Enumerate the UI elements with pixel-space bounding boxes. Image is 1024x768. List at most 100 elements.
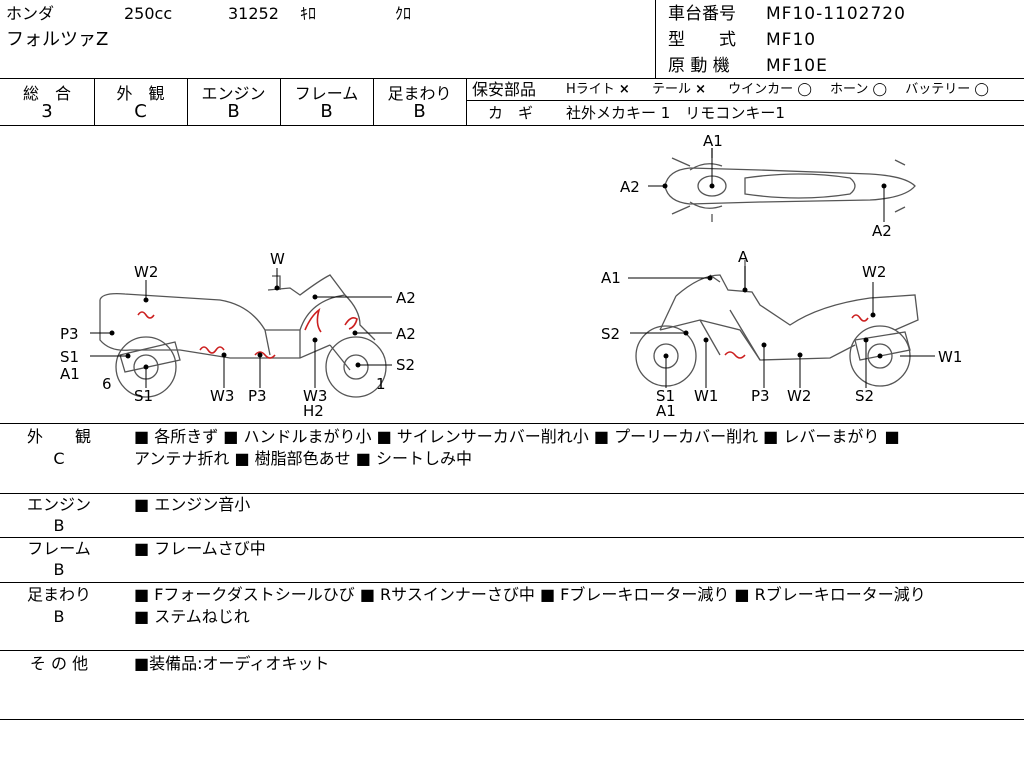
- section-frame-line-1: ■ フレームさび中: [134, 539, 266, 558]
- rule-8: [0, 719, 1024, 720]
- grade-suspension-value: B: [413, 101, 426, 122]
- section-suspension-grade: B: [53, 607, 65, 626]
- rule-2: [0, 125, 1024, 126]
- type-label: 型 式: [668, 30, 736, 50]
- diagram-label: A: [738, 248, 749, 266]
- mileage: 31252: [228, 4, 279, 23]
- rule-6: [0, 582, 1024, 583]
- grade-exterior-value: C: [134, 101, 147, 122]
- mileage-unit: ｷﾛ: [300, 4, 317, 23]
- grade-frame-value: B: [320, 101, 333, 122]
- color: ｸﾛ: [395, 4, 412, 23]
- bike-outlines: [99, 148, 919, 398]
- safety-horn: ホーン: [830, 82, 869, 97]
- rule-5: [0, 537, 1024, 538]
- diagram-label: A2: [620, 178, 640, 196]
- diagram-label: A2: [872, 222, 892, 240]
- col-divider: [373, 78, 374, 125]
- grade-engine-label: エンジン: [201, 84, 266, 103]
- safety-winker-mark: ◯: [797, 82, 812, 97]
- diagram-label: H2: [303, 402, 324, 420]
- section-exterior-line-1: ■ 各所きず ■ ハンドルまがり小 ■ サイレンサーカバー削れ小 ■ プーリーカ…: [134, 427, 900, 446]
- safety-tail: テール: [651, 82, 691, 97]
- diagram-label: A2: [396, 325, 416, 343]
- engine-label: 原 動 機: [668, 56, 730, 76]
- grade-overall-value: 3: [41, 101, 53, 122]
- diagram-label: P3: [60, 325, 79, 343]
- safety-divider: [466, 100, 1024, 101]
- diagram-label: W2: [862, 263, 886, 281]
- damage-mark: [304, 307, 322, 333]
- rule-4: [0, 493, 1024, 494]
- rule-1: [0, 78, 1024, 79]
- diagram-label: S1: [656, 387, 675, 405]
- diagram-label: S2: [396, 356, 415, 374]
- rule-7: [0, 650, 1024, 651]
- maker: ホンダ: [6, 4, 55, 23]
- safety-battery-mark: ◯: [974, 82, 989, 97]
- bike-left-view: [99, 274, 387, 398]
- section-frame-label: フレーム: [27, 539, 91, 558]
- section-engine-label: エンジン: [26, 495, 91, 514]
- section-engine-grade: B: [53, 516, 65, 535]
- diagram-label: S2: [855, 387, 874, 405]
- damage-mark: [851, 314, 869, 322]
- diagram-labels: A1 A2 A2 W W2 A2 P3 A2 S1 A1 S2 6 1 S1 W…: [60, 132, 962, 420]
- engine-value: MF10E: [766, 56, 828, 76]
- diagram-label: S1: [134, 387, 153, 405]
- rule-3: [0, 423, 1024, 424]
- section-engine-line-1: ■ エンジン音小: [134, 495, 251, 514]
- grade-overall-label: 総 合: [22, 84, 71, 103]
- col-divider: [187, 78, 188, 125]
- damage-marks: [137, 307, 869, 359]
- section-exterior-grade: C: [53, 449, 65, 468]
- safety-headlight-mark: ×: [618, 82, 630, 97]
- damage-mark: [254, 351, 276, 359]
- col-divider: [94, 78, 95, 125]
- damage-mark: [724, 351, 746, 359]
- col-divider: [280, 78, 281, 125]
- bike-top-view: [664, 148, 916, 222]
- safety-horn-mark: ◯: [872, 82, 888, 97]
- damage-mark: [199, 346, 225, 354]
- leader-lines: [90, 148, 935, 388]
- safety-tail-mark: ×: [695, 82, 707, 97]
- safety-headlight: Hライト: [566, 82, 615, 97]
- section-exterior-line-2: アンテナ折れ ■ 樹脂部色あせ ■ シートしみ中: [134, 449, 472, 468]
- safety-battery: バッテリー: [905, 82, 971, 97]
- diagram-label: W2: [787, 387, 811, 405]
- col-divider: [466, 78, 467, 125]
- diagram-label: W2: [134, 263, 158, 281]
- diagram-label: W1: [938, 348, 962, 366]
- section-frame-grade: B: [53, 560, 65, 579]
- frame-no: MF10-1102720: [766, 4, 906, 24]
- diagram-label: W: [270, 250, 285, 268]
- diagram-label: W3: [210, 387, 234, 405]
- section-exterior-label: 外 観: [26, 427, 91, 446]
- safety-label: 保安部品: [472, 80, 537, 99]
- key-value: 社外メカキー 1 リモコンキー1: [566, 104, 785, 122]
- key-label: カ ギ: [488, 104, 534, 122]
- section-suspension-label: 足まわり: [26, 585, 91, 604]
- safety-items: Hライト × テール × ウインカー ◯ ホーン ◯ バッテリー ◯: [566, 80, 989, 100]
- damage-diagram: A1 A2 A2 W W2 A2 P3 A2 S1 A1 S2 6 1 S1 W…: [60, 132, 962, 420]
- diagram-label: 1: [376, 375, 386, 393]
- grade-frame-label: フレーム: [294, 84, 359, 103]
- diagram-label: W1: [694, 387, 718, 405]
- section-suspension-line-2: ■ ステムねじれ: [134, 607, 250, 626]
- diagram-label: 6: [102, 375, 112, 393]
- leader-dots: [109, 183, 887, 370]
- diagram-label: A1: [60, 365, 80, 383]
- safety-winker: ウインカー: [728, 82, 794, 97]
- section-suspension-line-1: ■ Fフォークダストシールひび ■ Rサスインナーさび中 ■ Fブレーキローター…: [134, 585, 926, 604]
- diagram-label: A2: [396, 289, 416, 307]
- grade-suspension-label: 足まわり: [387, 84, 452, 103]
- diagram-label: A1: [703, 132, 723, 150]
- header-divider: [655, 0, 656, 78]
- diagram-label: S2: [601, 325, 620, 343]
- grade-exterior-label: 外 観: [116, 84, 165, 103]
- diagram-label: P3: [248, 387, 267, 405]
- section-other-label: そ の 他: [29, 654, 89, 673]
- frame-no-label: 車台番号: [668, 4, 736, 24]
